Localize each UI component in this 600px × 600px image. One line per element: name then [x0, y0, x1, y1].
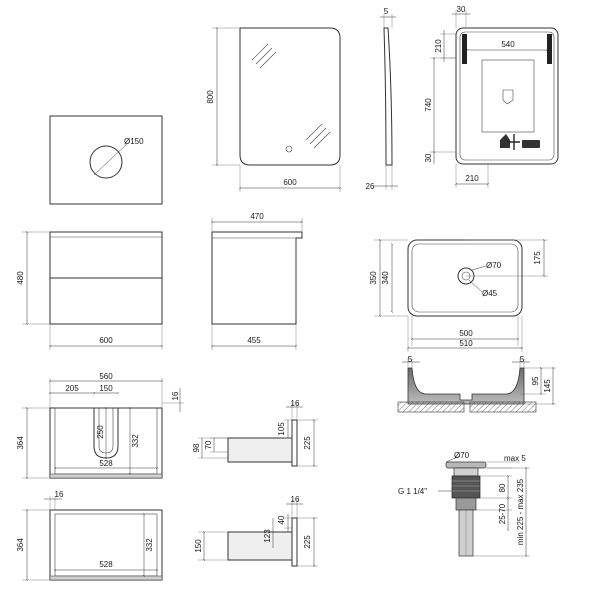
basin-top-view: Ø70 Ø45 350 340 175 500 510 — [369, 238, 548, 352]
cabinet-upper-plan: 560 205 150 16 364 250 332 528 — [16, 372, 184, 480]
upper-plan-width-label: 560 — [99, 372, 113, 381]
power-icon — [500, 134, 510, 148]
basin-rim-right-label: 5 — [520, 355, 525, 364]
mirror-side-view: 5 26 — [366, 7, 398, 191]
cabinet-side-view: 470 455 — [210, 212, 304, 350]
lower-plan-height-label: 364 — [16, 538, 25, 552]
lower-plan-edge-label: 16 — [55, 490, 64, 499]
drawer-upper-a-label: 105 — [277, 422, 286, 436]
drawer-lower-c-label: 150 — [194, 539, 203, 553]
basin-drain-outer-label: Ø70 — [486, 261, 502, 270]
mirror-back-view: 30 210 540 740 30 210 — [424, 5, 559, 188]
mirror-back-left-upper-label: 210 — [434, 39, 443, 53]
mirror-back-top-label: 30 — [457, 5, 466, 14]
drawer-upper-c-label: 70 — [204, 440, 213, 449]
countertop-hole-label: Ø150 — [124, 137, 144, 146]
siphon-range-label: min 225 - max 235 — [516, 478, 525, 545]
drawer-lower-b-label: 123 — [263, 529, 272, 543]
cabinet-width-label: 600 — [99, 336, 113, 345]
upper-plan-left-label: 205 — [65, 384, 79, 393]
basin-right-label: 175 — [533, 251, 542, 265]
basin-height-outer-label: 350 — [369, 271, 378, 285]
drawer-upper-b-label: 225 — [303, 436, 312, 450]
basin-depth-outer-label: 145 — [543, 379, 552, 393]
mirror-back-lower-label: 30 — [424, 153, 433, 162]
upper-plan-cut-label: 150 — [99, 384, 113, 393]
siphon-max-label: max 5 — [504, 454, 526, 463]
siphon-h2570-label: 25-70 — [498, 503, 507, 524]
driver-box-icon — [522, 140, 540, 148]
mirror-front-view: 800 600 — [206, 26, 342, 192]
mirror-depth-top-label: 5 — [384, 7, 389, 16]
countertop-plan: Ø150 — [49, 115, 163, 205]
plus-icon — [508, 134, 520, 150]
cabinet-height-label: 480 — [16, 271, 25, 285]
cabinet-side-bottom-label: 455 — [247, 336, 261, 345]
basin-width-inner-label: 500 — [459, 329, 473, 338]
mirror-depth-bottom-label: 26 — [366, 182, 375, 191]
siphon-thread-label: G 1 1/4" — [398, 487, 427, 496]
cabinet-front-view: 480 600 — [16, 230, 164, 350]
mirror-back-height-label: 740 — [424, 98, 433, 112]
drawer-lower-top-label: 16 — [291, 495, 300, 504]
siphon-h80-label: 80 — [498, 483, 507, 492]
basin-width-outer-label: 510 — [459, 339, 473, 348]
upper-plan-height-label: 364 — [16, 436, 25, 450]
basin-depth-inner-label: 95 — [531, 376, 540, 385]
mirror-width-label: 600 — [283, 178, 297, 187]
mirror-height-label: 800 — [206, 90, 215, 104]
upper-plan-cut-depth-label: 250 — [96, 425, 105, 439]
plug-icon — [502, 89, 514, 105]
drawer-upper-d-label: 98 — [192, 443, 201, 452]
mirror-back-span-label: 540 — [501, 40, 515, 49]
drawer-upper-side: 16 105 225 70 98 — [192, 399, 318, 468]
basin-rim-left-label: 5 — [408, 355, 413, 364]
lower-plan-inner-width-label: 528 — [99, 560, 113, 569]
upper-plan-inner-width-label: 528 — [99, 459, 113, 468]
mirror-back-bottom-label: 210 — [465, 174, 479, 183]
cabinet-side-top-label: 470 — [250, 212, 264, 221]
basin-section-view: 5 5 95 145 — [397, 355, 556, 413]
lower-plan-inner-height-label: 332 — [145, 538, 154, 552]
drawer-lower-side: 16 40 123 150 225 — [194, 495, 318, 568]
siphon-drawing: Ø70 max 5 G 1 1/4" 80 25-70 min 225 - ma… — [398, 451, 530, 558]
drawer-upper-top-label: 16 — [291, 399, 300, 408]
upper-plan-inner-height-label: 332 — [131, 434, 140, 448]
cabinet-lower-plan: 16 364 332 528 — [16, 490, 163, 582]
basin-drain-inner-label: Ø45 — [482, 289, 498, 298]
touch-sensor-icon — [285, 145, 293, 153]
siphon-top-label: Ø70 — [454, 451, 470, 460]
drawer-lower-d-label: 225 — [303, 535, 312, 549]
basin-height-inner-label: 340 — [381, 271, 390, 285]
upper-plan-edge-label: 16 — [171, 391, 180, 400]
drawer-lower-a-label: 40 — [277, 515, 286, 524]
